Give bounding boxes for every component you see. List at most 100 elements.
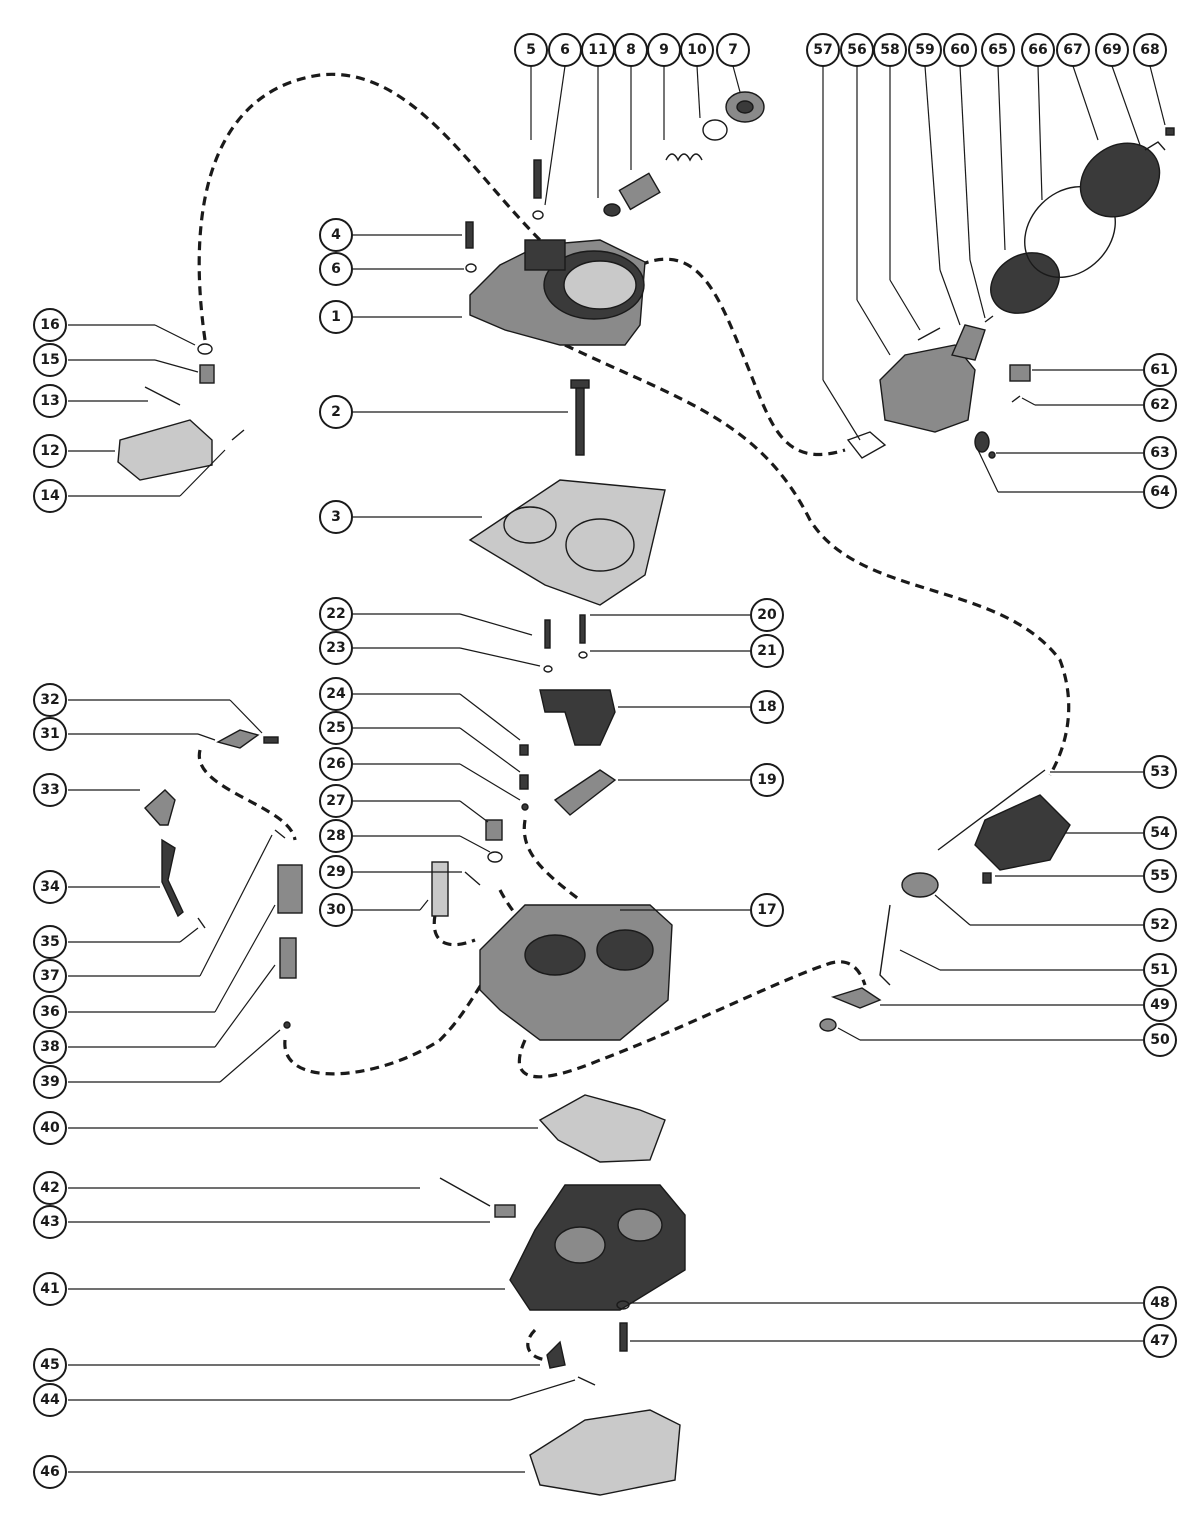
callout-18: 18 bbox=[750, 690, 784, 724]
callout-circle bbox=[33, 1065, 67, 1099]
callout-28: 28 bbox=[319, 819, 353, 853]
part-oring-10 bbox=[702, 119, 728, 141]
part-62 bbox=[1011, 395, 1021, 403]
callout-52: 52 bbox=[1143, 908, 1177, 942]
callout-61: 61 bbox=[1143, 353, 1177, 387]
callout-circle bbox=[33, 343, 67, 377]
callout-number: 6 bbox=[560, 42, 570, 58]
callout-16: 16 bbox=[33, 308, 67, 342]
callout-number: 33 bbox=[40, 782, 59, 798]
callout-8: 8 bbox=[614, 33, 648, 67]
callout-circle bbox=[319, 500, 353, 534]
callout-31: 31 bbox=[33, 717, 67, 751]
callout-60: 60 bbox=[943, 33, 977, 67]
callout-number: 32 bbox=[40, 692, 59, 708]
part-bore-a bbox=[554, 1226, 606, 1264]
callout-41: 41 bbox=[33, 1272, 67, 1306]
callout-number: 3 bbox=[331, 509, 341, 525]
callout-number: 35 bbox=[40, 934, 59, 950]
callout-number: 41 bbox=[40, 1281, 59, 1297]
callout-circle bbox=[1143, 1023, 1177, 1057]
part-65 bbox=[990, 252, 1060, 314]
callout-circle bbox=[319, 631, 353, 665]
callout-number: 20 bbox=[757, 607, 777, 623]
part-pump-body bbox=[879, 344, 976, 433]
callout-circle bbox=[1143, 436, 1177, 470]
callout-number: 58 bbox=[880, 42, 899, 58]
callout-circle bbox=[750, 598, 784, 632]
callout-22: 22 bbox=[319, 597, 353, 631]
part-float-bowl bbox=[479, 904, 673, 1041]
callout-number: 55 bbox=[1150, 868, 1169, 884]
callout-number: 28 bbox=[326, 828, 345, 844]
callout-number: 48 bbox=[1150, 1295, 1169, 1311]
callout-number: 34 bbox=[40, 879, 60, 895]
callout-circle bbox=[1056, 33, 1090, 67]
part-26 bbox=[521, 803, 529, 811]
part-washer-6b bbox=[532, 210, 544, 220]
callout-number: 6 bbox=[331, 261, 341, 277]
part-39 bbox=[283, 1021, 291, 1029]
callout-number: 5 bbox=[526, 42, 536, 58]
part-51 bbox=[879, 904, 891, 986]
part-gasket-46 bbox=[529, 1409, 681, 1496]
part-screw-22 bbox=[544, 619, 551, 649]
part-27 bbox=[485, 819, 503, 841]
callout-circle bbox=[1143, 816, 1177, 850]
callout-67: 67 bbox=[1056, 33, 1090, 67]
callout-number: 69 bbox=[1102, 42, 1121, 58]
part-screw-20 bbox=[579, 614, 586, 644]
callout-39: 39 bbox=[33, 1065, 67, 1099]
callout-number: 9 bbox=[659, 42, 669, 58]
callout-number: 24 bbox=[326, 686, 346, 702]
callout-26: 26 bbox=[319, 747, 353, 781]
callout-56: 56 bbox=[840, 33, 874, 67]
part-bore-b bbox=[617, 1208, 663, 1242]
callout-circle bbox=[33, 773, 67, 807]
callout-number: 43 bbox=[40, 1214, 59, 1230]
callout-38: 38 bbox=[33, 1030, 67, 1064]
callout-circle bbox=[1143, 908, 1177, 942]
callout-circle bbox=[873, 33, 907, 67]
callout-1: 1 bbox=[319, 300, 353, 334]
callout-43: 43 bbox=[33, 1205, 67, 1239]
callout-number: 39 bbox=[40, 1074, 59, 1090]
callout-10: 10 bbox=[680, 33, 714, 67]
callout-number: 30 bbox=[326, 902, 346, 918]
part-clip-14 bbox=[231, 429, 245, 441]
callout-number: 1 bbox=[331, 309, 341, 325]
part-53 bbox=[937, 769, 1046, 851]
callout-circle bbox=[716, 33, 750, 67]
callout-circle bbox=[806, 33, 840, 67]
callout-circle bbox=[319, 218, 353, 252]
callout-number: 62 bbox=[1150, 397, 1169, 413]
part-34 bbox=[161, 838, 184, 918]
part-48 bbox=[616, 1300, 630, 1310]
part-68 bbox=[1165, 127, 1175, 136]
callout-number: 46 bbox=[40, 1464, 59, 1480]
callout-number: 29 bbox=[326, 864, 345, 880]
callout-30: 30 bbox=[319, 893, 353, 927]
callout-number: 38 bbox=[40, 1039, 59, 1055]
callout-number: 26 bbox=[326, 756, 345, 772]
callout-number: 56 bbox=[847, 42, 866, 58]
callout-17: 17 bbox=[750, 893, 784, 927]
callout-circle bbox=[514, 33, 548, 67]
callout-33: 33 bbox=[33, 773, 67, 807]
part-67 bbox=[1079, 142, 1161, 218]
callout-21: 21 bbox=[750, 634, 784, 668]
callout-circle bbox=[33, 1455, 67, 1489]
callout-number: 54 bbox=[1150, 825, 1170, 841]
callout-circle bbox=[33, 1171, 67, 1205]
part-gasket-11 bbox=[603, 203, 621, 217]
callout-number: 59 bbox=[915, 42, 934, 58]
callout-number: 2 bbox=[331, 404, 341, 420]
part-needle-15 bbox=[199, 364, 215, 384]
part-54 bbox=[974, 794, 1071, 871]
callout-number: 37 bbox=[40, 968, 59, 984]
callout-number: 45 bbox=[40, 1357, 59, 1373]
callout-circle bbox=[33, 870, 67, 904]
callout-4: 4 bbox=[319, 218, 353, 252]
